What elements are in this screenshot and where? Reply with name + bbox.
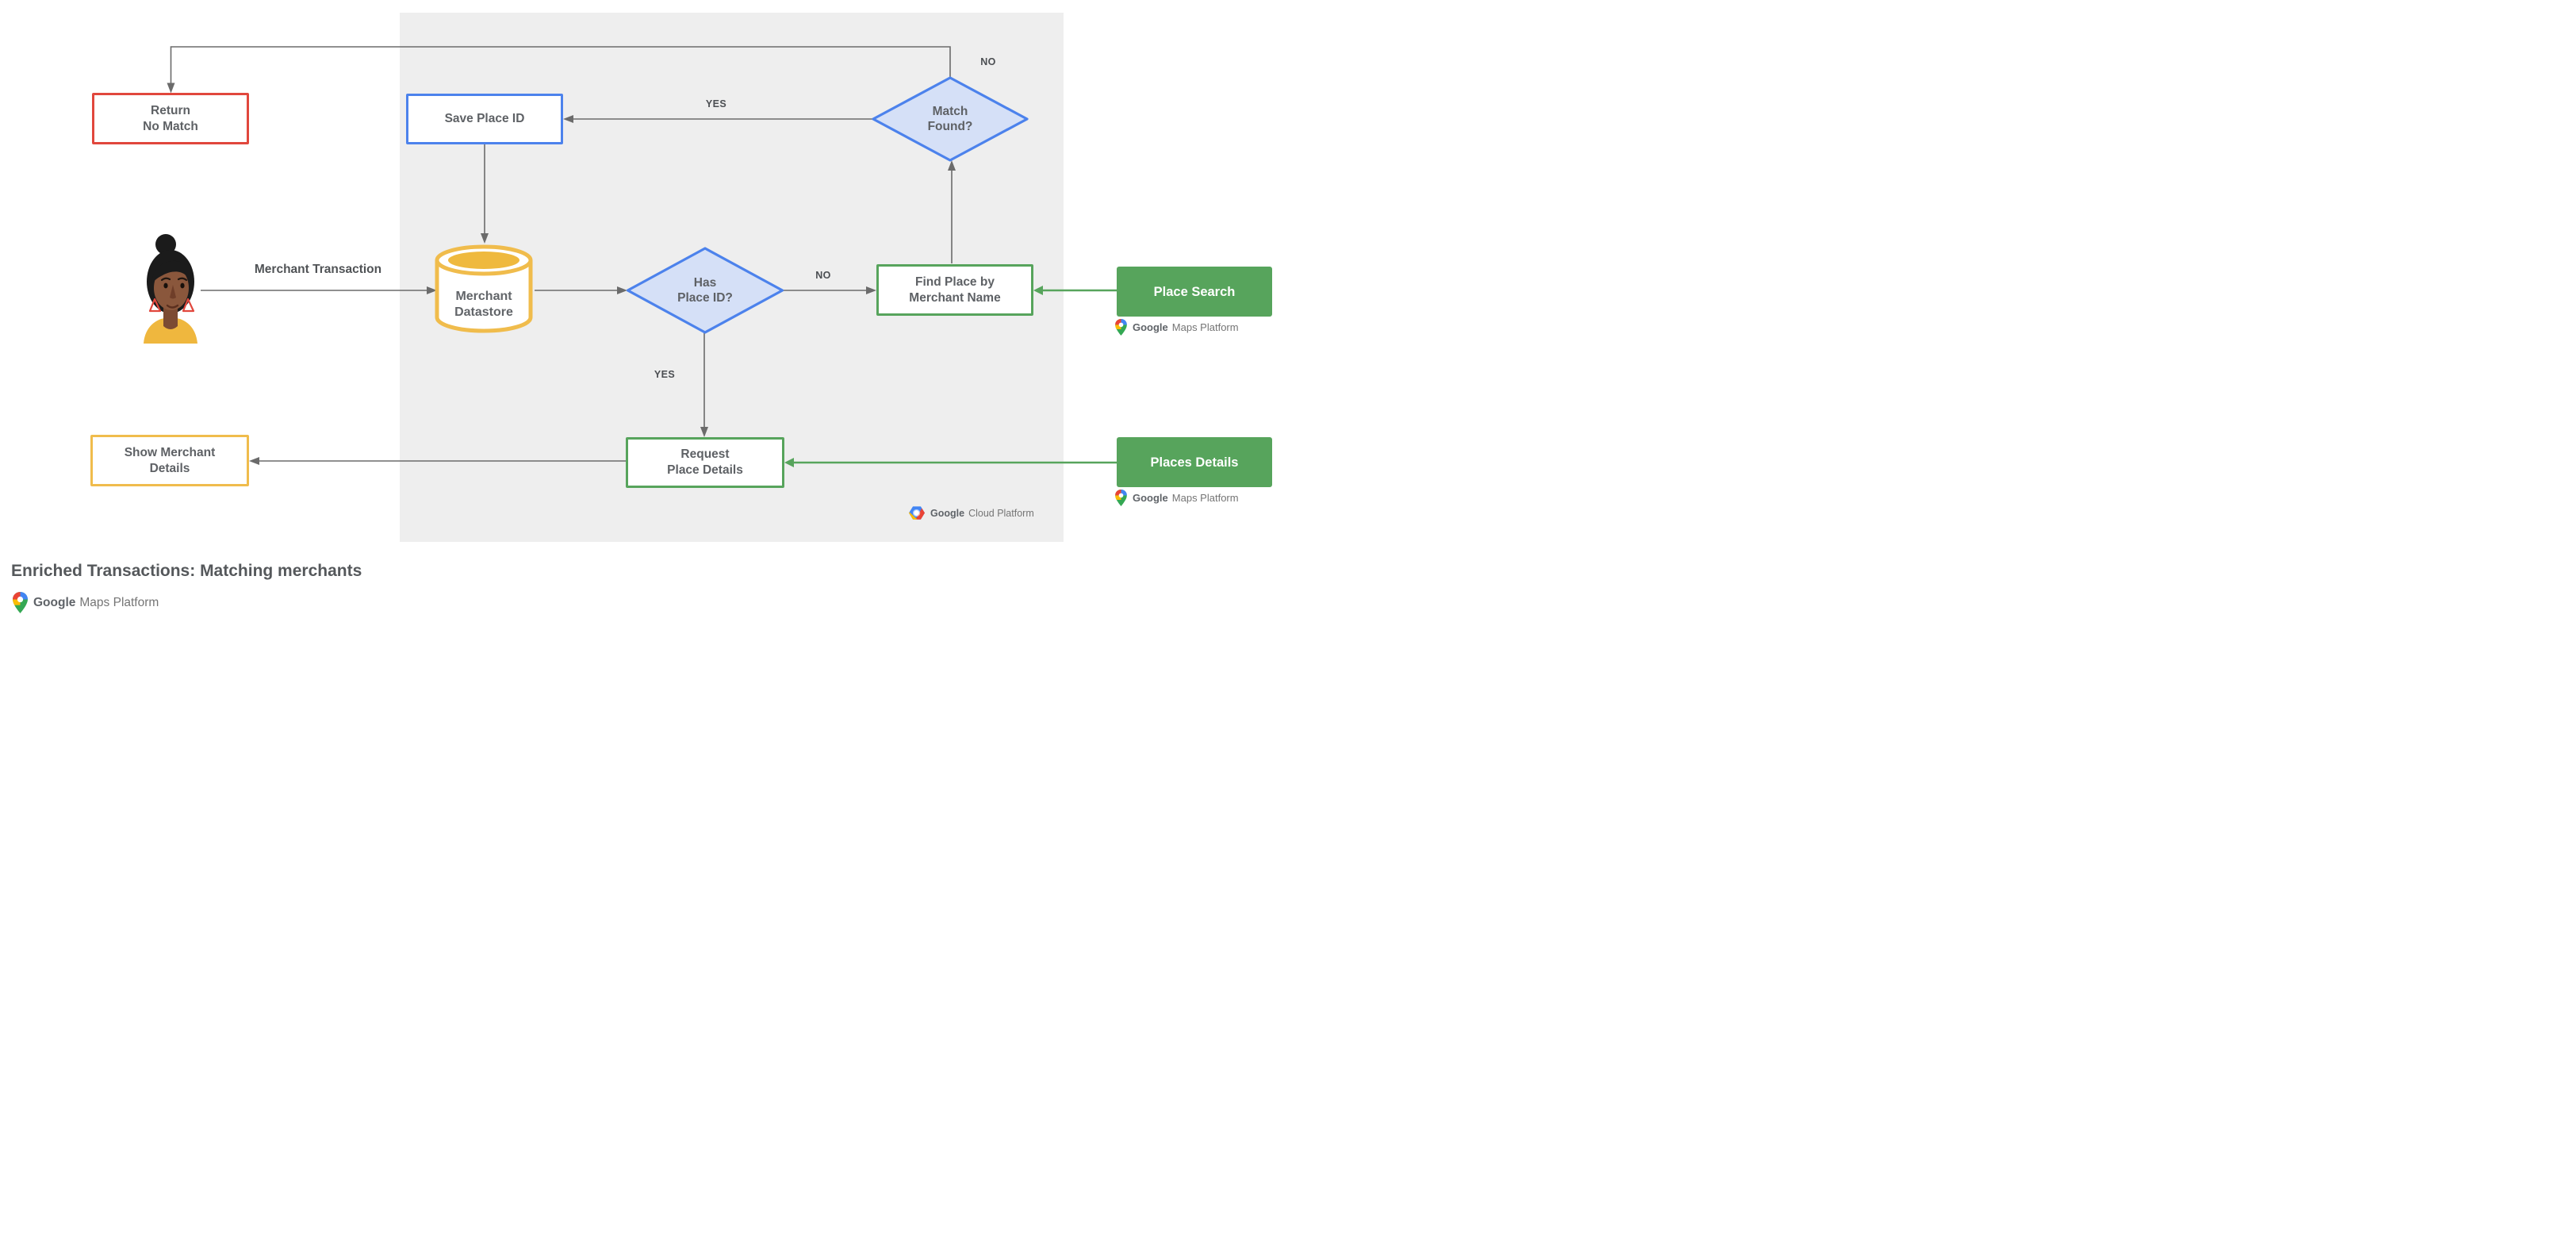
logo-brand-text: Google: [930, 507, 965, 519]
edge-label-has-place-id-no: NO: [815, 270, 831, 281]
logo-product-text: Maps Platform: [79, 595, 159, 609]
node-merchant-datastore-label: Merchant Datastore: [433, 289, 535, 321]
node-label: Merchant Name: [909, 290, 1001, 305]
node-has-place-id-label: Has Place ID?: [627, 248, 783, 332]
node-place-search-api: Place Search: [1117, 267, 1272, 317]
node-request-place-details: Request Place Details: [626, 437, 784, 488]
node-label: Match: [932, 105, 968, 118]
node-label: Show Merchant: [124, 445, 216, 459]
logo-brand-text: Google: [1133, 492, 1168, 504]
node-label: Place ID?: [677, 291, 733, 305]
node-label: No Match: [143, 119, 198, 133]
edge-label-merchant-transaction: Merchant Transaction: [254, 263, 382, 276]
node-show-merchant-details: Show Merchant Details: [90, 435, 249, 486]
datastore-cylinder-icon: [435, 244, 533, 333]
customer-avatar-illustration: [144, 234, 197, 344]
node-find-place-by-merchant-name: Find Place by Merchant Name: [876, 264, 1033, 316]
edge-label-has-place-id-yes: YES: [654, 369, 676, 380]
maps-platform-logo-footer: Google Maps Platform: [13, 592, 159, 613]
edge-label-match-found-yes: YES: [705, 98, 727, 109]
maps-platform-logo-places-details: Google Maps Platform: [1115, 490, 1239, 506]
node-label: Merchant: [455, 290, 512, 303]
node-label: Find Place by: [915, 275, 995, 289]
connector-layer: [167, 46, 1117, 467]
cloud-platform-logo: Google Cloud Platform: [909, 506, 1034, 520]
node-label: Place Search: [1153, 284, 1236, 299]
node-match-found-label: Match Found?: [873, 78, 1027, 160]
node-label: Has: [693, 276, 717, 290]
match-found-diamond-shape: [872, 76, 1029, 162]
node-label: Save Place ID: [444, 112, 525, 125]
logo-brand-text: Google: [1133, 321, 1168, 333]
node-save-place-id: Save Place ID: [406, 94, 563, 144]
diagram-title: Enriched Transactions: Matching merchant…: [11, 562, 362, 580]
logo-product-text: Maps Platform: [1171, 321, 1239, 333]
google-maps-pin-icon: [1115, 490, 1127, 506]
logo-product-text: Maps Platform: [1171, 492, 1239, 504]
logo-brand-text: Google: [33, 595, 76, 609]
maps-platform-logo-place-search: Google Maps Platform: [1115, 319, 1239, 336]
has-place-id-diamond-shape: [626, 247, 784, 334]
node-label: Place Details: [667, 463, 743, 477]
edge-match-found-no-to-return: [167, 46, 951, 94]
node-label: Datastore: [454, 305, 513, 319]
node-return-no-match: Return No Match: [92, 93, 249, 144]
node-places-details-api: Places Details: [1117, 437, 1272, 487]
node-label: Request: [680, 447, 730, 461]
node-label: Places Details: [1150, 455, 1239, 470]
google-maps-pin-icon: [1115, 319, 1127, 336]
edge-label-match-found-no: NO: [980, 56, 996, 67]
flowchart-canvas: Return No Match Save Place ID Match Foun…: [0, 0, 1288, 626]
logo-product-text: Cloud Platform: [968, 507, 1034, 519]
google-maps-pin-icon: [13, 592, 28, 613]
google-cloud-hexagon-icon: [909, 506, 925, 520]
node-label: Return: [151, 103, 190, 117]
node-label: Found?: [927, 120, 973, 133]
node-label: Details: [149, 461, 190, 475]
